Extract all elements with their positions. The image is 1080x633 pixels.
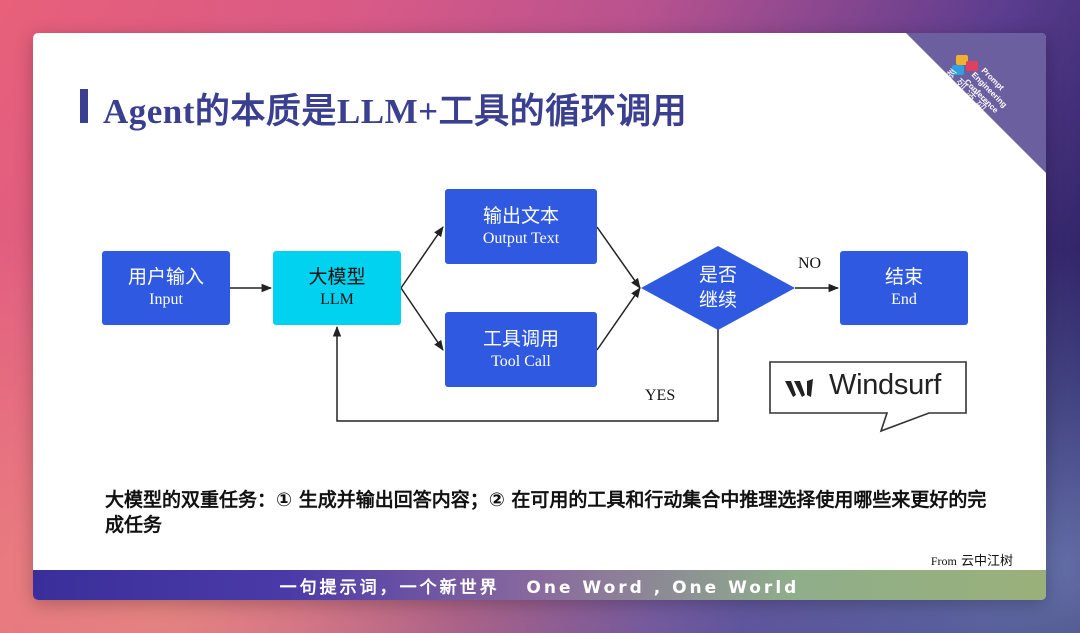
conference-corner-badge: Prompt Engineering Conference 系 列 活 动: [906, 33, 1046, 173]
source-credit: From 云中江树: [931, 550, 1013, 569]
conference-logo-icon: [952, 55, 978, 75]
arrow-llm-to-output: [400, 226, 444, 289]
title-accent-bar: [80, 89, 88, 123]
arrow-output-to-decision: [596, 226, 641, 289]
node-end-zh: 结束: [884, 266, 923, 288]
node-output-text: 输出文本 Output Text: [445, 189, 597, 264]
node-decision-label: 是否 继续: [641, 263, 795, 319]
node-tool-call-en: Tool Call: [491, 352, 551, 370]
node-tool-call-zh: 工具调用: [482, 327, 559, 350]
decision-line2: 继续: [698, 289, 737, 311]
node-output-text-zh: 输出文本: [482, 204, 559, 227]
arrow-tool-to-decision: [596, 287, 641, 351]
windsurf-logo-frame: [769, 361, 967, 433]
description-text: 大模型的双重任务：① 生成并输出回答内容；② 在可用的工具和行动集合中推理选择使…: [105, 489, 987, 536]
bottom-banner: 一句提示词，一个新世界 One Word , One World: [33, 570, 1046, 600]
node-end: 结束 End: [840, 251, 968, 325]
slide: Agent的本质是LLM+工具的循环调用 Prompt Engineering …: [33, 33, 1046, 600]
source-prefix: From: [930, 554, 957, 568]
node-user-input-zh: 用户输入: [127, 266, 204, 288]
node-end-en: End: [891, 291, 917, 308]
edge-label-yes: YES: [645, 387, 676, 404]
node-llm-en: LLM: [320, 291, 354, 308]
arrow-llm-to-tool: [400, 287, 444, 351]
decision-line1: 是否: [698, 264, 737, 286]
arrow-yes-loop: [332, 325, 719, 422]
node-llm-zh: 大模型: [308, 266, 366, 288]
edge-label-no: NO: [798, 255, 822, 272]
node-llm: 大模型 LLM: [273, 251, 401, 325]
windsurf-wave-icon: [785, 379, 813, 397]
flow-connectors: [230, 226, 840, 422]
source-name: 云中江树: [960, 554, 1013, 569]
node-output-text-en: Output Text: [482, 229, 560, 247]
banner-slogan: 一句提示词，一个新世界 One Word , One World: [279, 577, 800, 598]
node-tool-call: 工具调用 Tool Call: [445, 312, 597, 387]
slide-title: Agent的本质是LLM+工具的循环调用: [103, 92, 688, 131]
windsurf-logo-text: Windsurf: [829, 369, 942, 401]
node-user-input-en: Input: [149, 291, 183, 308]
decision-diamond: [641, 246, 795, 330]
node-user-input: 用户输入 Input: [102, 251, 230, 325]
